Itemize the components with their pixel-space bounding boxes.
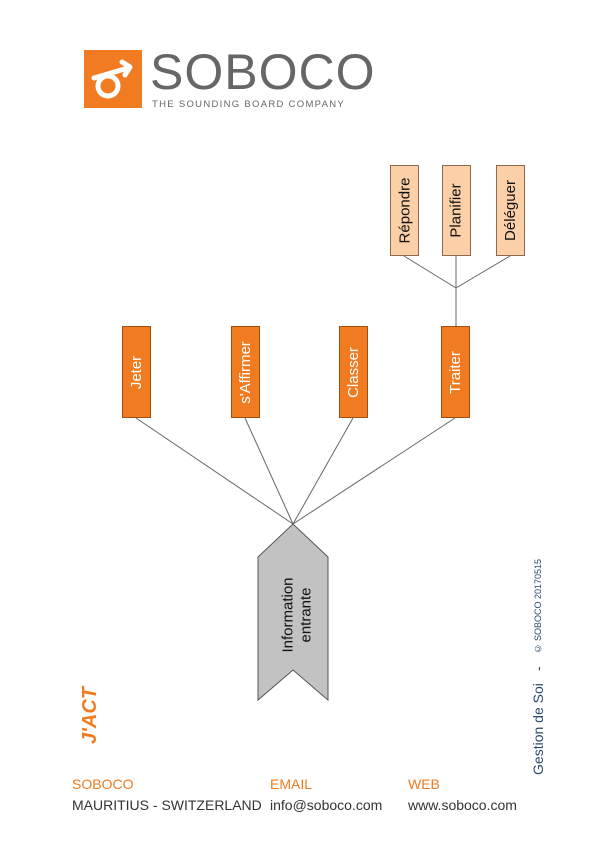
root-label-line1: Information xyxy=(280,577,298,653)
logo-name: SOBOCO xyxy=(150,44,376,100)
side-separator: - xyxy=(530,666,546,671)
node-deleguer-label: Déléguer xyxy=(502,180,519,241)
side-caption: Gestion de Soi - © SOBOCO 20170515 xyxy=(520,555,556,775)
root-label-line2: entrante xyxy=(298,587,316,643)
node-traiter: Traiter xyxy=(441,326,470,418)
footer-company-value: MAURITIUS - SWITZERLAND xyxy=(72,797,262,813)
side-label: Gestion de Soi xyxy=(530,683,546,775)
node-deleguer: Déléguer xyxy=(496,165,525,256)
connector-affirmer xyxy=(244,417,294,525)
logo-mark xyxy=(84,50,142,108)
connector-traiter xyxy=(292,417,456,525)
connector-deleguer xyxy=(455,255,511,289)
node-jeter: Jeter xyxy=(122,326,151,418)
node-repondre: Répondre xyxy=(390,165,419,256)
node-repondre-label: Répondre xyxy=(396,177,414,244)
footer-company-label: SOBOCO xyxy=(72,776,134,792)
page-title-text: J'ACT xyxy=(78,686,101,744)
footer-web-link[interactable]: www.soboco.com xyxy=(408,797,517,813)
node-jeter-label: Jeter xyxy=(128,355,146,389)
logo-tagline: THE SOUNDING BOARD COMPANY xyxy=(152,99,346,110)
connector-classer xyxy=(292,417,354,525)
node-affirmer: s'Affirmer xyxy=(231,326,260,418)
side-copyright: © SOBOCO 20170515 xyxy=(533,559,543,654)
root-chevron xyxy=(257,523,329,702)
node-traiter-label: Traiter xyxy=(447,350,464,394)
footer-web-label: WEB xyxy=(408,776,440,792)
page-title: J'ACT xyxy=(70,680,110,750)
node-planifier-label: Planifier xyxy=(448,183,466,238)
connector-jeter xyxy=(135,417,294,525)
footer-email-link[interactable]: info@soboco.com xyxy=(270,797,383,813)
node-classer-label: Classer xyxy=(345,346,363,398)
connector-repondre xyxy=(403,255,457,289)
footer-email-label: EMAIL xyxy=(270,776,313,792)
node-classer: Classer xyxy=(339,326,368,418)
node-affirmer-label: s'Affirmer xyxy=(237,340,254,404)
root-node: Information entrante xyxy=(268,560,328,670)
logo-symbol-icon xyxy=(91,59,133,99)
node-planifier: Planifier xyxy=(442,165,471,256)
